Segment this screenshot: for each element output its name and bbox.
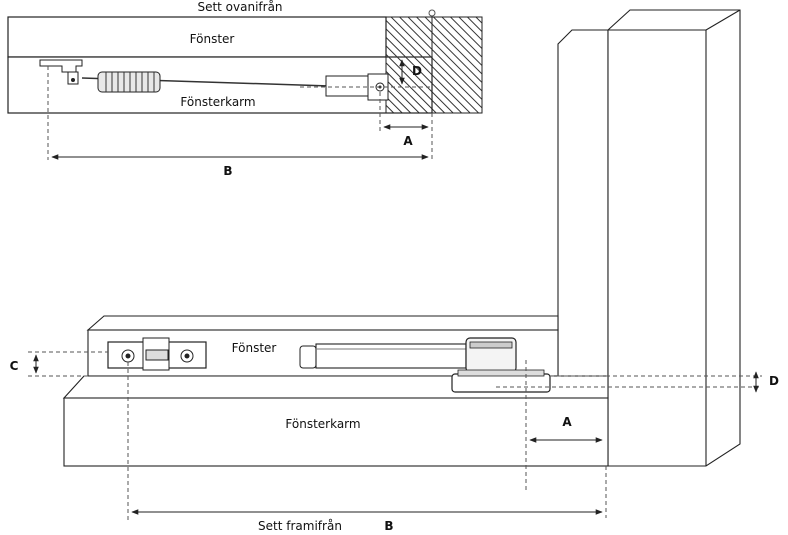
front-wall-pillar [557, 9, 741, 467]
top-view: Sett ovanifrån Fönster [7, 0, 483, 178]
top-opener-mechanism [39, 59, 389, 101]
front-window-label: Fönster [232, 341, 277, 355]
front-dim-b-label: B [384, 519, 393, 533]
top-dim-a-label: A [403, 134, 413, 148]
top-frame-label: Fönsterkarm [180, 95, 255, 109]
front-view: Fönster Fönsterkarm C D A Set [10, 9, 779, 533]
front-dim-c-label: C [10, 359, 19, 373]
front-dim-d-label: D [769, 374, 779, 388]
top-reference-point [428, 9, 436, 17]
top-dim-d-label: D [412, 64, 422, 78]
front-sash-bracket [107, 337, 207, 371]
front-view-caption: Sett framifrån [258, 519, 342, 533]
top-window-label: Fönster [190, 32, 235, 46]
front-dim-a-label: A [562, 415, 572, 429]
top-view-title: Sett ovanifrån [197, 0, 282, 14]
top-dim-b-label: B [223, 164, 232, 178]
top-window-sash [7, 16, 387, 58]
front-frame-label: Fönsterkarm [285, 417, 360, 431]
top-wall-hatched [385, 16, 483, 114]
front-opener-actuator [299, 337, 551, 393]
